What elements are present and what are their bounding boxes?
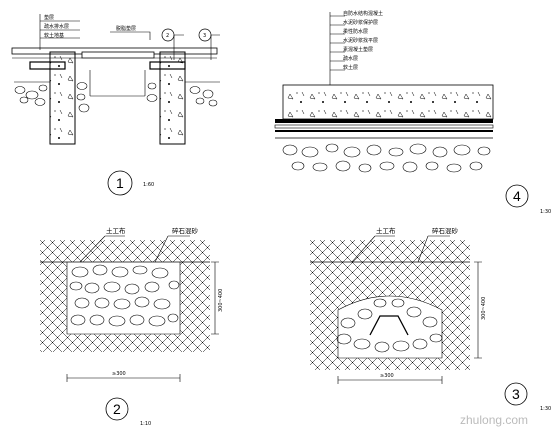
detail-3-marker: [504, 382, 528, 406]
d1-top-label: 脱脂垫层: [116, 25, 136, 32]
detail-1: 垫层 疏水排水层 软土地基 脱脂垫层 2 3 1: [11, 14, 220, 196]
d3-dim-horizontal: ≥300: [380, 373, 394, 379]
callout-2-label: 2: [166, 33, 169, 39]
detail-3-scale: 1:30: [540, 406, 551, 412]
detail-2-marker: [105, 397, 129, 421]
detail-1-scale: 1:60: [143, 182, 154, 188]
d4-layer-7: 软土层: [343, 64, 358, 71]
detail-3-number: 3: [512, 386, 520, 402]
d4-layer-1: 自防水结构混凝土: [343, 10, 383, 17]
detail-2-number: 2: [113, 401, 121, 417]
d2-fabric-label: 土工布: [106, 226, 126, 235]
detail-2: 土工布 碎石混砂 300~400 ≥300 2 1:10: [40, 226, 224, 427]
detail-1-number: 1: [116, 175, 124, 191]
d1-layer-2: 疏水排水层: [44, 23, 69, 30]
d1-layer-1: 垫层: [44, 14, 54, 21]
detail-4-scale: 1:30: [540, 209, 551, 215]
d4-layer-2: 水泥砂浆保护层: [343, 19, 378, 26]
d3-dim-vertical: 300~400: [481, 297, 487, 320]
detail-4-number: 4: [513, 188, 521, 204]
detail-4-marker: [505, 184, 529, 208]
detail-1-marker: [107, 170, 133, 196]
d4-layer-3: 柔性防水层: [343, 28, 368, 35]
detail-4: 自防水结构混凝土 水泥砂浆保护层 柔性防水层 水泥砂浆找平层 素混凝土垫层 疏水…: [274, 10, 551, 215]
callout-3-label: 3: [203, 33, 206, 39]
d2-dim-horizontal: ≥300: [112, 371, 126, 377]
d1-layer-3: 软土地基: [44, 32, 64, 39]
d2-gravel-label: 碎石混砂: [172, 226, 199, 235]
d4-layer-6: 疏水层: [343, 55, 358, 62]
d4-layer-4: 水泥砂浆找平层: [343, 37, 378, 44]
d3-gravel-label: 碎石混砂: [432, 226, 459, 235]
detail-3: 土工布 碎石混砂 300~400 ≥300 3 1:30: [310, 226, 551, 412]
detail-2-scale: 1:10: [140, 421, 151, 427]
watermark: zhulong.com: [460, 413, 528, 427]
d4-layer-5: 素混凝土垫层: [343, 46, 373, 53]
d2-dim-vertical: 300~400: [218, 289, 224, 312]
d3-fabric-label: 土工布: [376, 226, 396, 235]
